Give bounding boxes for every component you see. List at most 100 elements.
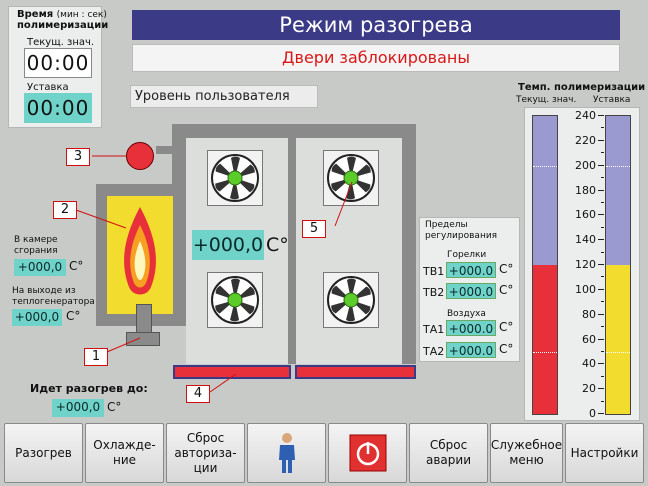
heat-until-value[interactable]: +000,0: [52, 399, 104, 417]
burners-label: Горелки: [447, 250, 487, 260]
gauge-tick: [598, 338, 604, 340]
main-temp-value: +000,0: [192, 230, 264, 260]
gauge-minor-tick: [601, 152, 604, 154]
gauge-minor-tick: [601, 177, 604, 179]
gauge-dotted-mark: [606, 165, 630, 167]
gauge-tick-label: 240: [575, 109, 596, 122]
cool-button[interactable]: Охлажде- ние: [85, 423, 164, 483]
emergency-stop-button[interactable]: [328, 423, 407, 483]
fan-icon: [327, 154, 375, 202]
page-title: Режим разогрева: [132, 10, 620, 40]
oven-frame-middle: [288, 130, 296, 364]
gauge-minor-tick: [601, 251, 604, 253]
air-label: Воздуха: [447, 309, 486, 319]
limit-name-ta1: ТА1: [423, 323, 445, 336]
gauge-tick: [598, 264, 604, 265]
limit-value-ta1[interactable]: +000.0: [446, 320, 496, 336]
gauge-tick: [598, 313, 604, 315]
chamber-temp-value: +000,0: [14, 259, 66, 276]
time-setpoint-value[interactable]: 00:00: [24, 93, 92, 123]
service-menu-button[interactable]: Служебное меню: [490, 423, 563, 483]
user-icon: [278, 433, 295, 473]
gauge-minor-tick: [601, 276, 604, 278]
fan-icon: [211, 154, 259, 202]
time-current-value: 00:00: [24, 48, 92, 78]
gauge-minor-tick: [601, 127, 604, 129]
heater-bar-right: [295, 365, 416, 379]
gauge-tick-label: 60: [582, 332, 596, 346]
limit-name-tv2: ТВ2: [423, 286, 445, 299]
settings-button[interactable]: Настройки: [565, 423, 644, 483]
gauge-tick: [598, 214, 604, 216]
heater-bar-left: [173, 365, 291, 379]
gauge-title: Темп. полимеризации: [518, 82, 646, 93]
power-icon: [349, 434, 386, 472]
limit-unit-tv1: С°: [499, 262, 514, 276]
gauge-setpoint-label: Уставка: [593, 95, 631, 105]
heat-until-unit: С°: [107, 400, 122, 414]
gauge-tick-label: 0: [589, 407, 596, 420]
limit-value-tv2[interactable]: +000.0: [446, 283, 496, 299]
time-current-label: Текущ. знач.: [27, 37, 95, 48]
gauge-current-bar: [532, 115, 558, 415]
time-title-2: полимеризации: [17, 20, 109, 31]
gauge-current-label: Текущ. знач.: [516, 95, 577, 105]
gauge-minor-tick: [601, 400, 604, 402]
oven-frame-right: [402, 124, 416, 364]
gauge-minor-tick: [601, 226, 604, 228]
gauge-tick: [598, 164, 604, 166]
gauge-tick-label: 120: [575, 258, 596, 271]
reset-alarm-button[interactable]: Сброс аварии: [409, 423, 488, 483]
burner-base: [126, 332, 160, 346]
gauge-tick: [598, 239, 604, 241]
gauge-tick: [598, 288, 604, 290]
limit-unit-tv2: С°: [499, 283, 514, 297]
gauge-tick: [598, 115, 604, 116]
gauge-tick: [598, 388, 604, 390]
heat-button[interactable]: Разогрев: [4, 423, 83, 483]
callout-1: 1: [84, 348, 108, 366]
flame-icon: [124, 207, 156, 295]
gauge-setpoint-bar: [605, 115, 631, 415]
gauge-tick: [598, 139, 604, 141]
gauge-tick-label: 180: [575, 183, 596, 197]
gauge-tick-label: 160: [575, 208, 596, 222]
limit-value-tv1[interactable]: +000.0: [446, 262, 496, 278]
gauge-current-fill: [533, 265, 557, 414]
valve-indicator: [126, 142, 154, 170]
fan-icon: [211, 276, 259, 324]
gauge-minor-tick: [601, 375, 604, 377]
gauge-tick-label: 80: [582, 307, 596, 321]
gauge-tick: [598, 363, 604, 365]
limit-name-ta2: ТА2: [423, 345, 445, 358]
user-level[interactable]: Уровень пользователя: [130, 85, 318, 108]
gauge-dotted-mark: [606, 351, 630, 353]
callout-4: 4: [186, 385, 210, 403]
gauge-minor-tick: [601, 350, 604, 352]
time-title: Время (мин : сек): [17, 9, 107, 20]
callout-3: 3: [66, 148, 90, 166]
limit-value-ta2[interactable]: +000.0: [446, 342, 496, 358]
gauge-tick-label: 220: [575, 133, 596, 147]
gauge-setpoint-fill: [606, 265, 630, 414]
chamber-temp-unit: С°: [69, 259, 84, 273]
callout-5: 5: [302, 220, 326, 238]
gauge-tick: [598, 413, 604, 414]
outlet-temp-unit: С°: [66, 309, 81, 323]
limit-unit-ta1: С°: [499, 320, 514, 334]
limit-name-tv1: ТВ1: [423, 265, 445, 278]
gauge-tick-label: 40: [582, 357, 596, 371]
gauge-minor-tick: [601, 301, 604, 303]
user-button[interactable]: [247, 423, 326, 483]
reset-auth-button[interactable]: Сброс авториза- ции: [166, 423, 245, 483]
callout-2: 2: [53, 201, 77, 219]
door-status: Двери заблокированы: [132, 44, 620, 72]
gauge-tick: [598, 189, 604, 191]
gauge-tick-label: 20: [582, 382, 596, 396]
gauge-tick-label: 100: [575, 282, 596, 296]
outlet-temp-value: +000,0: [12, 309, 62, 326]
